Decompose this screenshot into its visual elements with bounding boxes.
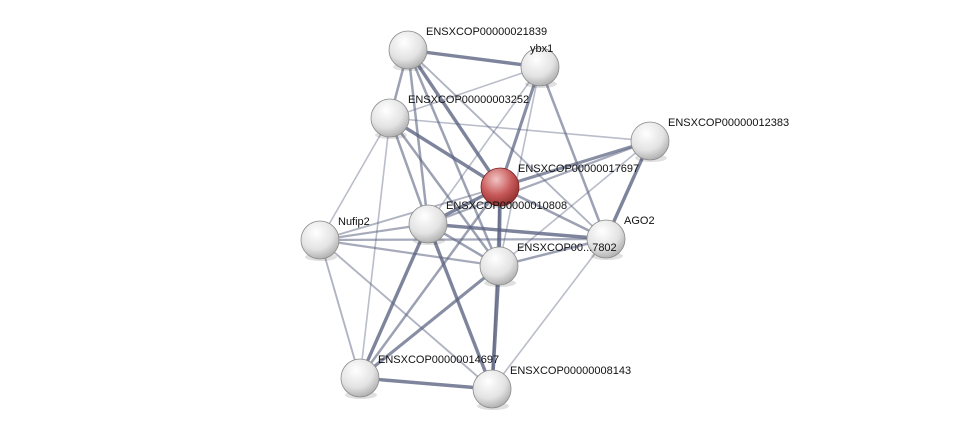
edge-n3-n5[interactable]: [389, 116, 501, 189]
edge-n5-n8[interactable]: [499, 185, 607, 241]
edge-n3-n9[interactable]: [388, 117, 501, 267]
edge-n2-n8[interactable]: [538, 66, 608, 240]
node-n9[interactable]: [479, 246, 519, 287]
edge-n2-n5[interactable]: [498, 66, 542, 188]
node-n10[interactable]: [340, 358, 380, 399]
edge-n7-n10[interactable]: [319, 239, 361, 379]
edge-n4-n6[interactable]: [427, 139, 651, 226]
node-n3[interactable]: [370, 98, 410, 139]
edge-n2-n3[interactable]: [389, 66, 541, 119]
edge-n9-n10[interactable]: [359, 264, 500, 380]
edge-n7-n9[interactable]: [319, 238, 500, 268]
protein-node[interactable]: [370, 98, 410, 138]
node-label: ENSXCOP00...7802: [517, 242, 617, 254]
edge-n2-n9[interactable]: [498, 66, 541, 267]
node-n8[interactable]: [586, 219, 626, 260]
node-label: AGO2: [624, 215, 655, 227]
edge-n7-n8[interactable]: [319, 237, 607, 242]
node-label: ENSXCOP00000014697: [378, 354, 499, 366]
node-label: Nufip2: [338, 216, 370, 228]
node-n6[interactable]: [408, 204, 448, 245]
edge-n6-n10[interactable]: [358, 223, 430, 379]
edge-n7-n11[interactable]: [319, 239, 493, 390]
edge-n6-n11[interactable]: [426, 223, 494, 390]
protein-node[interactable]: [300, 220, 340, 260]
node-n5[interactable]: [480, 167, 520, 208]
node-label: ybx1: [530, 43, 553, 55]
edge-n4-n5[interactable]: [499, 139, 651, 189]
query-protein-node[interactable]: [480, 167, 520, 207]
protein-node[interactable]: [388, 30, 428, 70]
edge-n9-n11[interactable]: [490, 265, 501, 390]
node-label: ENSXCOP00000010808: [446, 200, 567, 212]
edge-n10-n11[interactable]: [359, 376, 493, 391]
edge-n2-n6[interactable]: [427, 66, 541, 225]
edge-n6-n8[interactable]: [427, 222, 607, 241]
node-label: ENSXCOP00000012383: [668, 117, 789, 129]
node-label: ENSXCOP00000017697: [518, 163, 639, 175]
node-n1[interactable]: [388, 30, 428, 71]
protein-node[interactable]: [340, 358, 380, 398]
nodes: ENSXCOP00000021839 ybx1ENSXCOP00000003252…: [300, 26, 789, 410]
edge-n4-n9[interactable]: [498, 140, 651, 267]
protein-node[interactable]: [586, 219, 626, 259]
edges: [319, 48, 652, 391]
node-n11[interactable]: [472, 369, 512, 410]
node-label: ENSXCOP00000021839: [426, 26, 547, 38]
edge-n1-n8[interactable]: [407, 49, 607, 240]
node-n2[interactable]: [520, 47, 560, 88]
edge-n3-n7[interactable]: [319, 117, 391, 241]
protein-node[interactable]: [520, 47, 560, 87]
edge-n8-n11[interactable]: [491, 238, 607, 390]
edge-n1-n2[interactable]: [407, 48, 541, 69]
edge-n5-n10[interactable]: [358, 186, 502, 379]
protein-node[interactable]: [472, 369, 512, 409]
node-n7[interactable]: [300, 220, 340, 261]
node-n4[interactable]: [630, 121, 670, 162]
edge-n1-n5[interactable]: [406, 49, 502, 188]
node-label: ENSXCOP00000003252: [408, 94, 529, 106]
protein-node[interactable]: [408, 204, 448, 244]
edge-n5-n7[interactable]: [319, 186, 501, 241]
edge-n3-n4[interactable]: [389, 117, 651, 142]
node-label: ENSXCOP00000008143: [510, 365, 631, 377]
protein-node[interactable]: [479, 246, 519, 286]
protein-node[interactable]: [630, 121, 670, 161]
